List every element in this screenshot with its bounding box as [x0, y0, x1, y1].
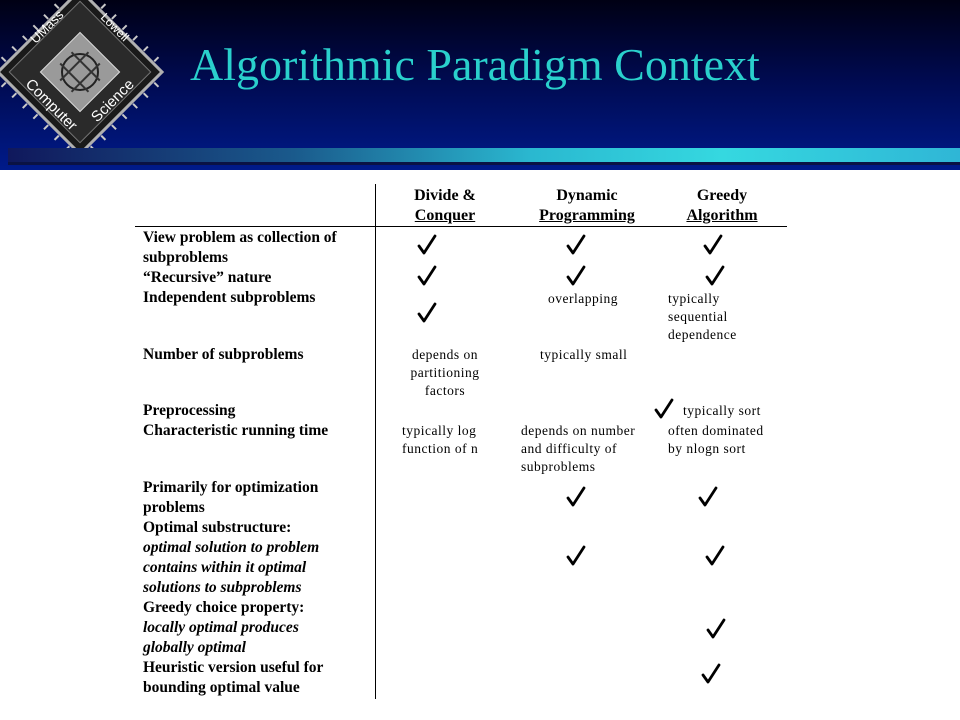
- cell-overlapping: overlapping: [548, 291, 618, 306]
- slide-title: Algorithmic Paradigm Context: [190, 39, 760, 90]
- checkmark-icon: [698, 486, 718, 508]
- checkmark-icon: [417, 265, 437, 287]
- checkmark-icon: [706, 618, 726, 640]
- checkmark-icon: [701, 663, 721, 685]
- checkmark-icon: [566, 265, 586, 287]
- checkmark-icon: [703, 234, 723, 256]
- checkmark-icon: [705, 265, 725, 287]
- checkmark-icon: [566, 545, 586, 567]
- cell-typically-small: typically small: [540, 347, 628, 362]
- umass-lowell-cs-logo: UMass Lowell Computer Science: [0, 0, 165, 148]
- checkmark-icon: [566, 486, 586, 508]
- column-header-divide-conquer: Divide &Conquer: [414, 187, 476, 224]
- row-label-number-subproblems: Number of subproblems: [143, 346, 304, 363]
- row-label-optimal-substructure: Optimal substructure: optimal solution t…: [143, 519, 320, 596]
- checkmark-icon: [654, 398, 674, 420]
- cell-typically-sort: typically sort: [683, 403, 761, 418]
- header-divider-bar: [8, 148, 960, 162]
- table-header-rule: [135, 226, 787, 227]
- checkmark-icon: [705, 545, 725, 567]
- row-label-recursive: “Recursive” nature: [143, 269, 272, 286]
- header-divider-shadow: [8, 162, 960, 165]
- slide-header: [0, 0, 960, 170]
- row-label-preprocessing: Preprocessing: [143, 402, 236, 419]
- row-label-running-time: Characteristic running time: [143, 422, 329, 439]
- checkmark-icon: [417, 234, 437, 256]
- checkmark-icon: [566, 234, 586, 256]
- row-label-greedy-choice: Greedy choice property: locally optimal …: [143, 599, 305, 656]
- comparison-table: [0, 170, 960, 720]
- checkmark-icon: [417, 302, 437, 324]
- row-label-independent: Independent subproblems: [143, 289, 316, 306]
- table-vertical-rule: [375, 184, 376, 699]
